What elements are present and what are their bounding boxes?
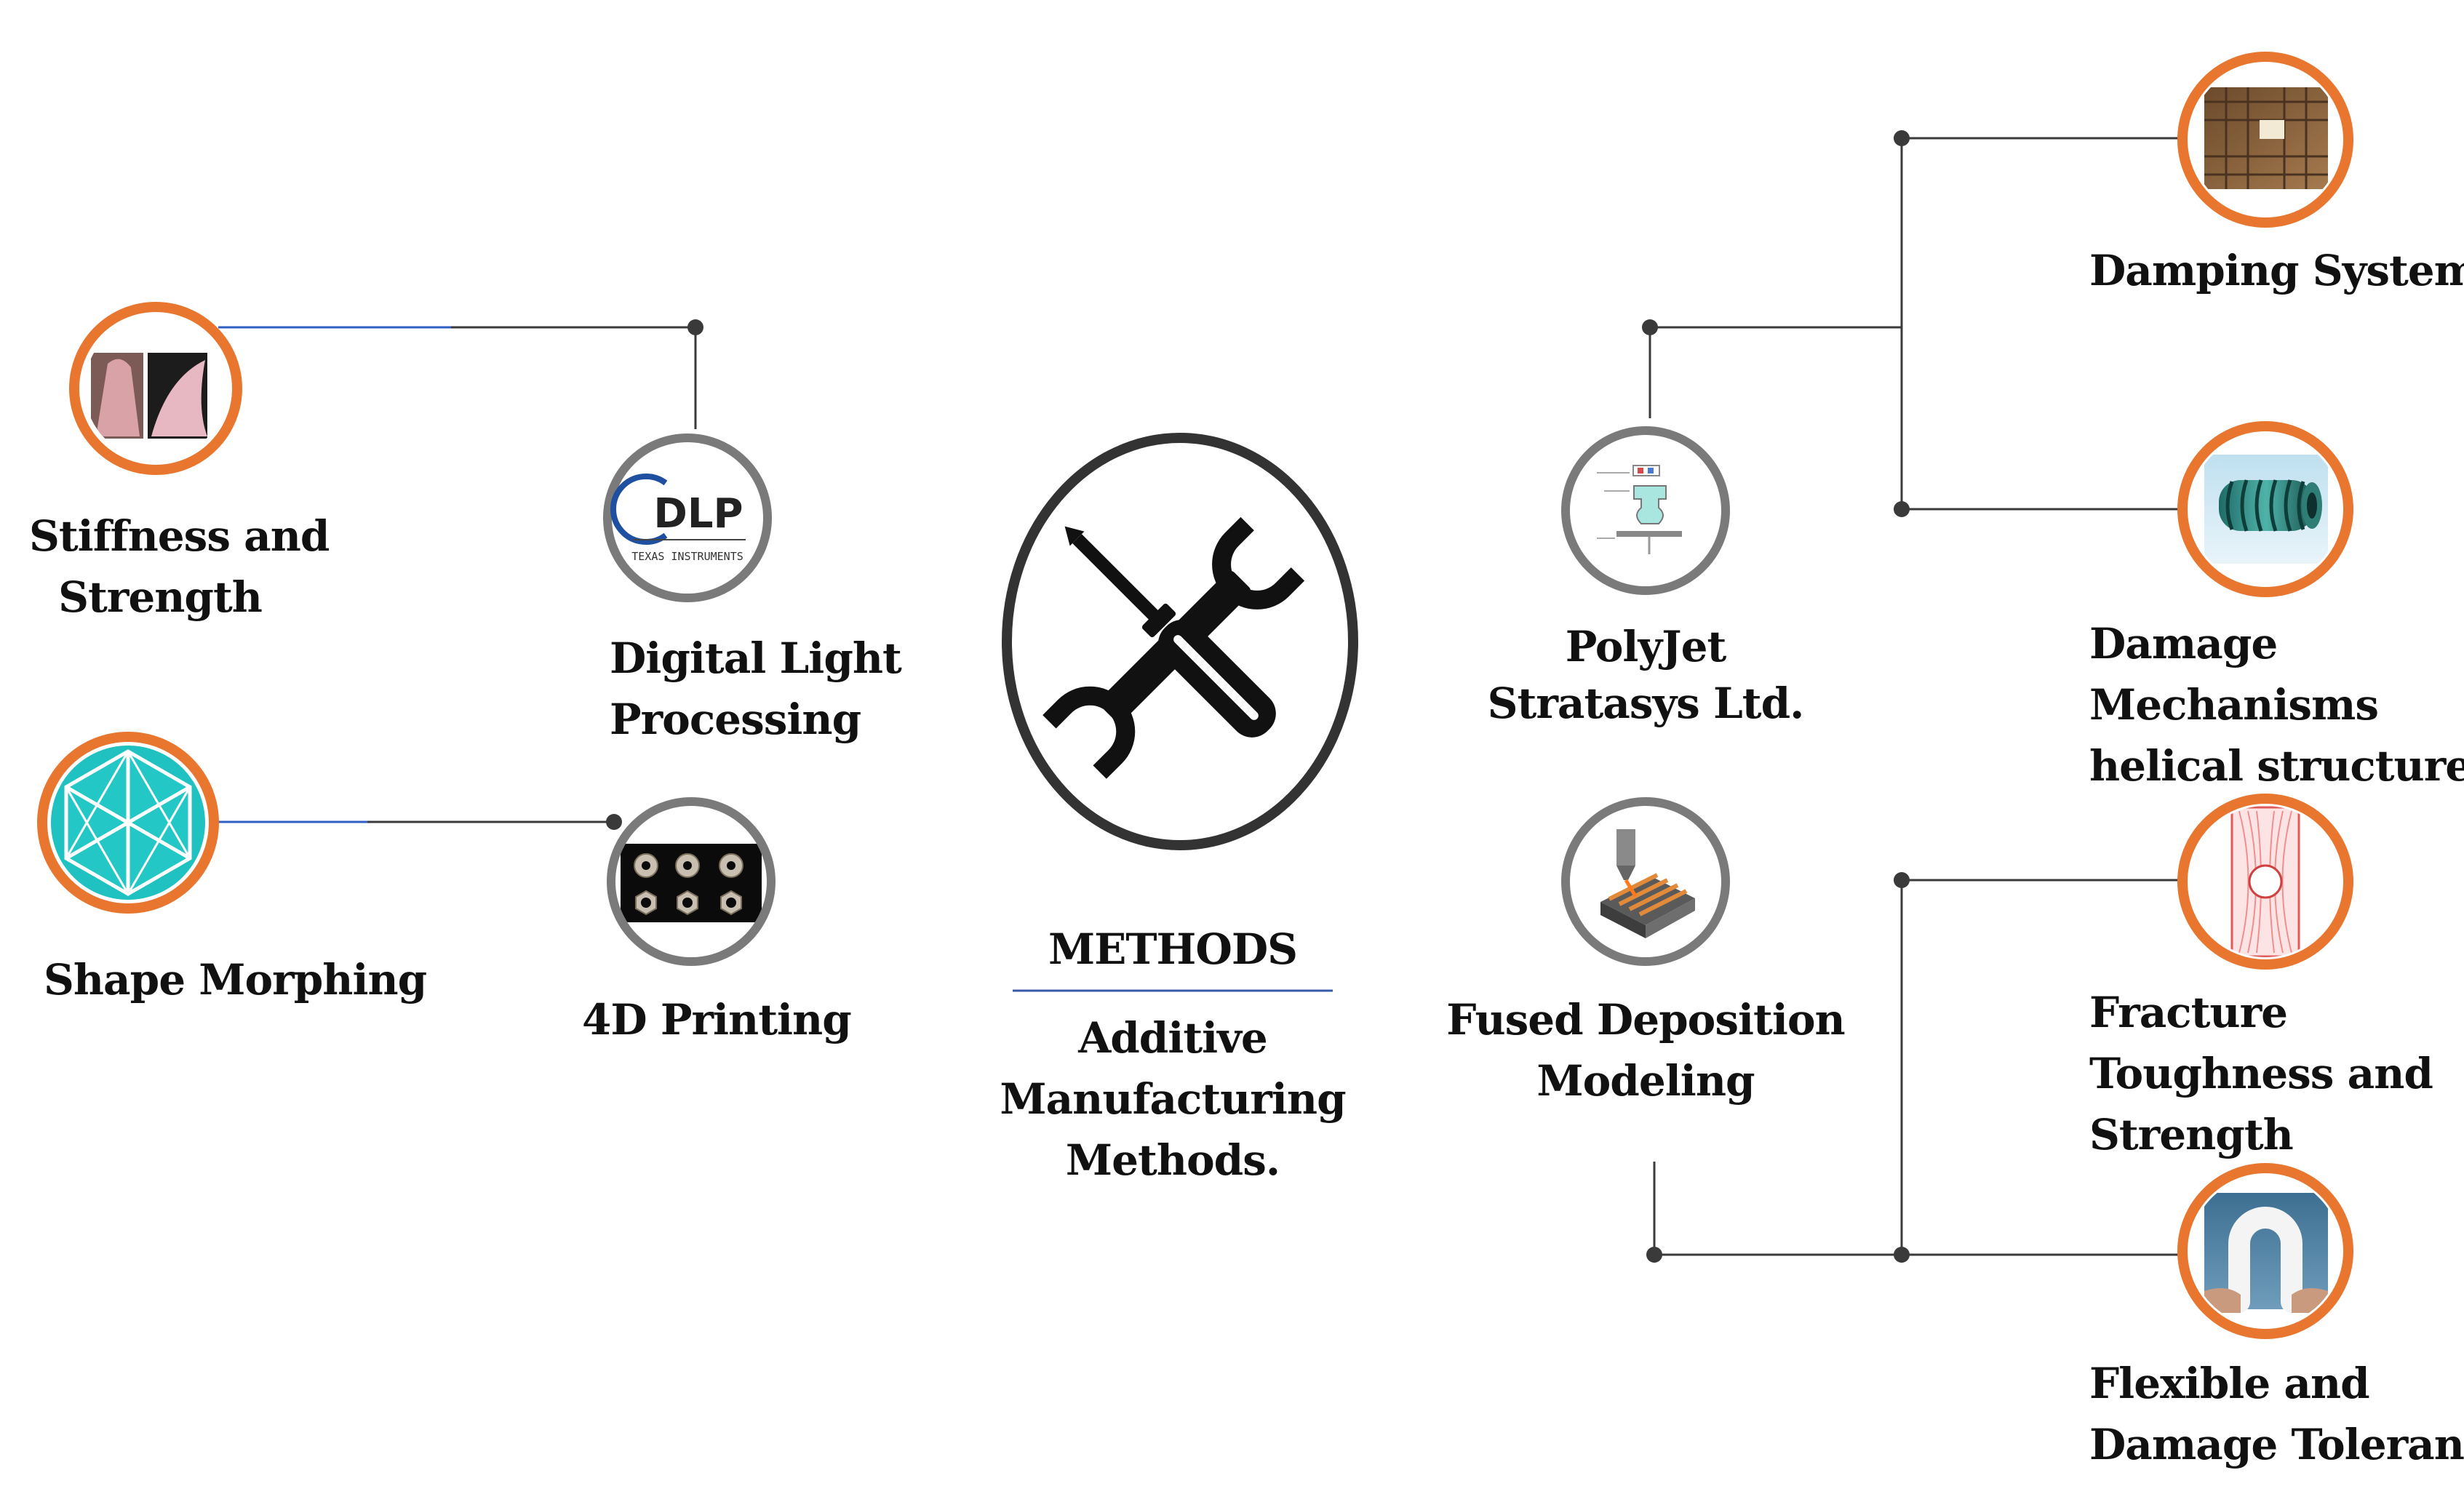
damping-label-line-1: Damping System bbox=[2089, 246, 2464, 295]
connector-lines bbox=[208, 137, 2186, 1256]
junction-dots bbox=[606, 130, 1910, 1263]
methods-subtitle-line-3: Methods. bbox=[1065, 1135, 1280, 1185]
stiffness-label: Stiffness and Strength bbox=[29, 506, 330, 628]
tools-icon bbox=[1042, 516, 1305, 779]
dlp-logo-text: DLP bbox=[653, 490, 743, 538]
damping-node bbox=[2177, 52, 2353, 228]
methods-subtitle-line-1: Additive bbox=[1078, 1013, 1268, 1063]
stiffness-label-line-2: Strength bbox=[58, 572, 263, 622]
fracture-label-line-2: Toughness and bbox=[2089, 1049, 2433, 1098]
damping-label: Damping System bbox=[2089, 240, 2464, 301]
methods-subtitle-line-2: Manufacturing bbox=[1000, 1074, 1346, 1124]
fdm-label-line-1: Fused Deposition bbox=[1446, 995, 1845, 1044]
methods-subtitle: Additive Manufacturing Methods. bbox=[998, 1007, 1347, 1191]
fracture-specimen-image bbox=[2230, 806, 2300, 957]
fracture-node bbox=[2177, 794, 2353, 970]
polyjet-node bbox=[1561, 426, 1730, 595]
methods-heading: METHODS bbox=[1013, 919, 1333, 980]
shape-morphing-label-line-1: Shape Morphing bbox=[44, 955, 427, 1004]
damage-mechanisms-label: Damage Mechanisms helical structures bbox=[2089, 613, 2464, 796]
polyjet-schematic-icon bbox=[1597, 465, 1682, 554]
dlp-label: Digital Light Processing bbox=[610, 628, 902, 750]
fdm-label-line-2: Modeling bbox=[1536, 1056, 1755, 1106]
printing4d-node bbox=[607, 797, 776, 966]
damage-mechanisms-node bbox=[2177, 421, 2353, 597]
fracture-label-line-1: Fracture bbox=[2089, 988, 2288, 1037]
dlp-logo-subtext: TEXAS INSTRUMENTS bbox=[631, 550, 743, 563]
fdm-label: Fused Deposition Modeling bbox=[1442, 989, 1849, 1111]
polyjet-label-line-1: PolyJet bbox=[1565, 622, 1727, 671]
damage-mechanisms-label-line-2: Mechanisms bbox=[2089, 680, 2379, 730]
stiffness-node bbox=[69, 302, 242, 475]
dlp-label-line-2: Processing bbox=[610, 695, 861, 744]
flexible-label: Flexible and Damage Tolerance bbox=[2089, 1353, 2464, 1475]
flexible-label-line-1: Flexible and bbox=[2089, 1359, 2370, 1408]
printed-lattice-image bbox=[621, 844, 762, 922]
dlp-node: DLP TEXAS INSTRUMENTS bbox=[603, 434, 772, 602]
polyjet-label: PolyJet Stratasys Ltd. bbox=[1471, 618, 1820, 732]
hexagon-image bbox=[51, 746, 205, 900]
center-node bbox=[1002, 433, 1358, 992]
fdm-nozzle-icon bbox=[1600, 829, 1695, 938]
shape-morphing-label: Shape Morphing bbox=[44, 949, 427, 1010]
flexible-node bbox=[2177, 1163, 2353, 1339]
stiffness-image bbox=[91, 353, 207, 439]
bent-tube-image bbox=[2204, 1193, 2328, 1313]
methods-heading-text: METHODS bbox=[1048, 924, 1298, 974]
helical-structure-image bbox=[2204, 455, 2328, 564]
flexible-label-line-2: Damage Tolerance bbox=[2089, 1420, 2464, 1469]
fracture-label: Fracture Toughness and Strength bbox=[2089, 982, 2433, 1165]
damage-mechanisms-label-line-3: helical structures bbox=[2089, 741, 2464, 791]
fdm-node bbox=[1561, 797, 1730, 966]
shape-morphing-node bbox=[37, 732, 219, 914]
damage-mechanisms-label-line-1: Damage bbox=[2089, 619, 2278, 668]
printing4d-label-line-1: 4D Printing bbox=[582, 995, 852, 1044]
polyjet-label-line-2: Stratasys Ltd. bbox=[1487, 679, 1805, 728]
stiffness-label-line-1: Stiffness and bbox=[29, 511, 330, 561]
dlp-logo-icon: DLP TEXAS INSTRUMENTS bbox=[610, 474, 746, 563]
printing4d-label: 4D Printing bbox=[582, 989, 852, 1050]
anechoic-room-image bbox=[2204, 87, 2328, 189]
dlp-label-line-1: Digital Light bbox=[610, 634, 902, 683]
fracture-label-line-3: Strength bbox=[2089, 1110, 2294, 1159]
